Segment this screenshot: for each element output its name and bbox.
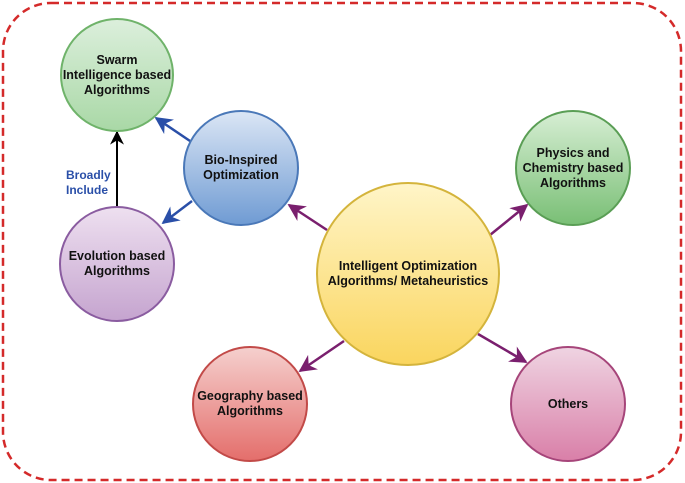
node-swarm <box>60 18 174 132</box>
label-bio-inspired: Bio-Inspired Optimization <box>203 153 279 182</box>
arrow-center-to-geography <box>298 339 345 373</box>
arrow-bio-to-evolution <box>161 200 193 225</box>
node-others <box>510 346 626 462</box>
label-geography: Geography based Algorithms <box>197 389 303 418</box>
node-physics <box>515 110 631 226</box>
node-bio-inspired <box>183 110 299 226</box>
node-evolution <box>59 206 175 322</box>
label-others: Others <box>547 396 589 411</box>
label-physics: Physics and Chemistry based Algorithms <box>522 145 624 190</box>
label-evolution: Evolution based Algorithms <box>68 249 166 278</box>
node-geography <box>192 346 308 462</box>
label-swarm: Swarm Intelligence based Algorithms <box>62 52 172 97</box>
arrow-center-to-others <box>477 332 528 364</box>
node-center <box>316 182 500 366</box>
arrow-center-to-bio <box>287 203 328 232</box>
arrow-bio-to-swarm <box>154 116 191 143</box>
arrow-center-to-physics <box>489 203 529 236</box>
label-broadly-include: Broadly Include <box>66 168 111 197</box>
label-center: Intelligent Optimization Algorithms/ Met… <box>327 259 489 288</box>
